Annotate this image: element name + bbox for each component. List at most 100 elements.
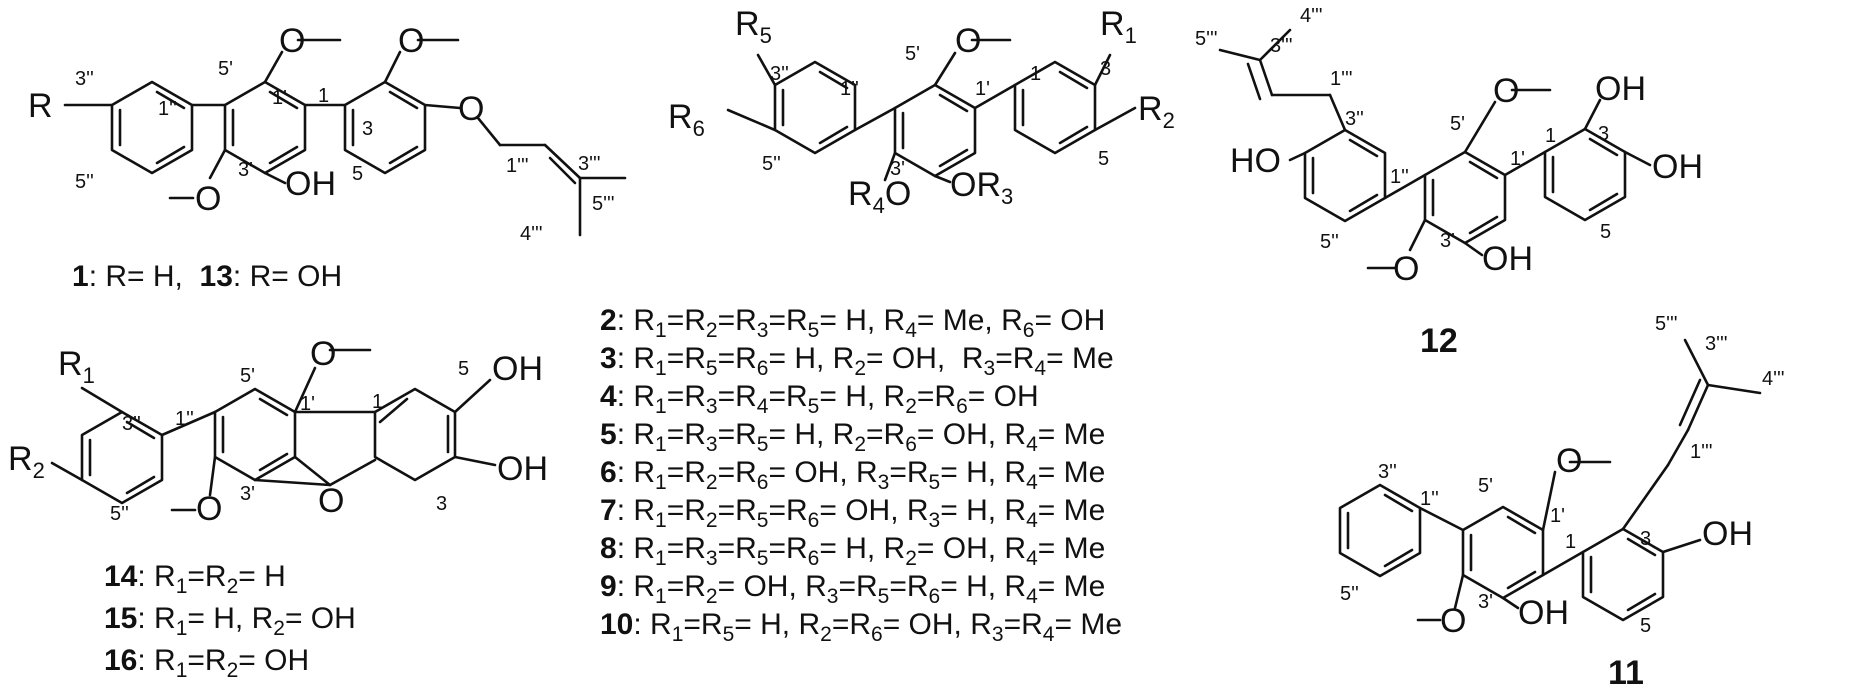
- caption-text: =R: [768, 494, 807, 527]
- c11-methoxy-oxygen-bottom: O: [1440, 602, 1466, 640]
- c11-locant: 5'': [1340, 583, 1359, 605]
- caption-text: = H, R: [187, 602, 273, 635]
- caption-text: = H: [238, 560, 286, 593]
- caption-text: = Me: [1054, 608, 1122, 641]
- caption-subscript: 5: [723, 623, 735, 646]
- c2-locant: 1': [975, 78, 990, 100]
- c1-caption: 1: R= H, 13: R= OH: [72, 260, 342, 293]
- c11-locant: 5''': [1655, 313, 1678, 335]
- caption-subscript: 4: [905, 319, 917, 342]
- caption-text: = OH, R: [718, 570, 827, 603]
- caption-subscript: 1: [176, 617, 188, 640]
- atom-subscript: 1: [83, 363, 95, 388]
- caption-text: = OH, R: [768, 456, 877, 489]
- caption-text: : R= OH: [233, 260, 342, 293]
- c12-locant: 3'': [1345, 108, 1364, 130]
- caption-subscript: 4: [1026, 547, 1038, 570]
- caption-row: 6: R1=R2=R6= OH, R3=R5= H, R4= Me: [600, 456, 1105, 494]
- compound-id: 1: [72, 260, 89, 293]
- atom-subscript: 2: [1163, 108, 1175, 133]
- caption-text: = Me: [1038, 456, 1106, 489]
- caption-subscript: 1: [655, 509, 667, 532]
- caption-text: : R: [617, 304, 655, 337]
- caption-text: : R: [137, 602, 175, 635]
- caption-subscript: 4: [757, 395, 769, 418]
- c1-locant: 5: [352, 163, 363, 185]
- atom-subscript: 2: [33, 458, 45, 483]
- caption-text: : R: [617, 570, 655, 603]
- compound-id: 6: [600, 456, 617, 489]
- caption-text: = OH, R: [866, 342, 984, 375]
- caption-subscript: 5: [757, 509, 769, 532]
- caption-text: =R: [768, 380, 807, 413]
- caption-text: = OH, R: [883, 608, 992, 641]
- caption-subscript: 3: [827, 585, 839, 608]
- caption-text: = Me: [1046, 342, 1114, 375]
- caption-subscript: 6: [956, 395, 968, 418]
- c14-furan-oxygen: O: [318, 482, 344, 520]
- c1-locant: 5': [218, 58, 233, 80]
- c1-locant: 1': [272, 87, 287, 109]
- caption-text: =R: [187, 560, 226, 593]
- c11-locant: 3': [1478, 591, 1493, 613]
- caption-text: =R: [667, 494, 706, 527]
- caption-text: =R: [667, 380, 706, 413]
- c14-R2: R2: [8, 440, 45, 483]
- caption-text: = OH: [968, 380, 1039, 413]
- atom-label: R: [668, 98, 693, 136]
- atom-label: R: [735, 5, 760, 43]
- c11-locant: 3''': [1705, 333, 1728, 355]
- caption-text: : R: [137, 644, 175, 677]
- caption-subscript: 1: [655, 585, 667, 608]
- c1-substituent-R: R: [28, 87, 53, 125]
- c14-methoxy-oxygen-top: O: [310, 335, 336, 373]
- c12-locant: 3: [1598, 123, 1609, 145]
- caption-subscript: 6: [808, 547, 820, 570]
- c11-methoxy-oxygen-top: O: [1556, 442, 1582, 480]
- caption-row: 4: R1=R3=R4=R5= H, R2=R6= OH: [600, 380, 1039, 418]
- caption-text: = Me: [1038, 418, 1106, 451]
- compound-id: 13: [200, 260, 233, 293]
- caption-subscript: 1: [655, 471, 667, 494]
- caption-subscript: 3: [706, 433, 718, 456]
- compound-id: 10: [600, 608, 633, 641]
- caption-text: =R: [667, 418, 706, 451]
- caption-subscript: 4: [1043, 623, 1055, 646]
- caption-subscript: 4: [1026, 509, 1038, 532]
- c12-hydroxyl-top-right: OH: [1595, 70, 1646, 108]
- caption-subscript: 2: [227, 659, 239, 682]
- c14-locant: 5': [240, 365, 255, 387]
- c1-locant: 1'': [158, 98, 177, 120]
- c12-locant: 5: [1600, 221, 1611, 243]
- caption-subscript: 6: [808, 509, 820, 532]
- caption-subscript: 6: [757, 357, 769, 380]
- caption-row: 14: R1=R2= H: [104, 560, 286, 598]
- c12-hydroxyl-right: OH: [1652, 148, 1703, 186]
- atom-label: R: [8, 440, 33, 478]
- caption-subscript: 2: [706, 319, 718, 342]
- c14-locant: 1'': [175, 408, 194, 430]
- caption-text: = H, R: [819, 532, 905, 565]
- caption-text: : R: [617, 456, 655, 489]
- c1-locant: 4''': [520, 223, 543, 245]
- c11-locant: 3: [1640, 528, 1651, 550]
- compound-id: 8: [600, 532, 617, 565]
- caption-subscript: 1: [655, 433, 667, 456]
- compound-id: 3: [600, 342, 617, 375]
- atom-subscript: 5: [760, 23, 772, 48]
- c12-hydroxyl-left: HO: [1230, 142, 1281, 180]
- c1-methoxy-oxygen-bottom: O: [195, 180, 221, 218]
- c14-locant: 3: [436, 493, 447, 515]
- caption-subscript: 3: [992, 623, 1004, 646]
- c11-locant: 1: [1565, 531, 1576, 553]
- caption-text: =R: [667, 532, 706, 565]
- caption-subscript: 2: [706, 585, 718, 608]
- caption-subscript: 1: [176, 659, 188, 682]
- caption-text: : R: [633, 608, 671, 641]
- caption-text: =R: [718, 418, 757, 451]
- compound-14-16-structure: [50, 348, 497, 512]
- c12-locant: 1: [1545, 125, 1556, 147]
- c12-locant: 1': [1510, 148, 1525, 170]
- c11-locant: 1''': [1690, 441, 1713, 463]
- caption-text: : R: [617, 418, 655, 451]
